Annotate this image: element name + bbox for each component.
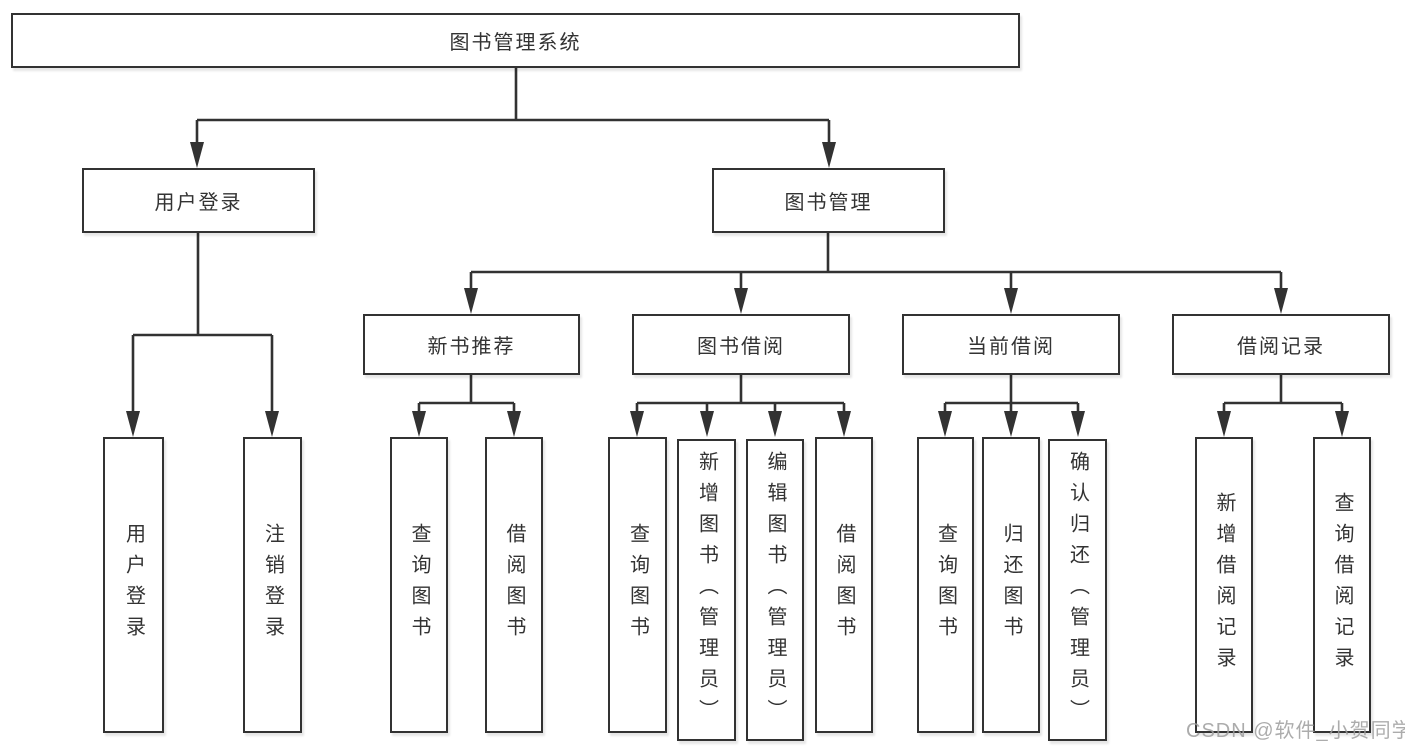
node-label: 新增借阅记录 [1213, 492, 1235, 678]
node-label: 查询图书 [934, 523, 957, 647]
node-label: 新书推荐 [427, 336, 516, 358]
node-logout: 注销登录 [243, 437, 302, 733]
node-add-book-admin: 新增图书（管理员） [677, 439, 736, 741]
node-borrow-books-borrowing: 借阅图书 [815, 437, 873, 733]
node-label: 借阅记录 [1237, 336, 1325, 358]
node-query-books-borrowing: 查询图书 [608, 437, 667, 733]
node-query-borrow-record: 查询借阅记录 [1313, 437, 1371, 733]
node-edit-book-admin: 编辑图书（管理员） [746, 439, 804, 741]
connector-new-book-children [417, 375, 516, 420]
connector-borrow-record-children [1222, 375, 1344, 420]
connector-book-mgmt-to-level3 [469, 233, 1283, 297]
node-return-book: 归还图书 [982, 437, 1040, 733]
node-label: 查询借阅记录 [1331, 492, 1353, 678]
node-label: 借阅图书 [833, 523, 855, 647]
node-query-books-recommend: 查询图书 [390, 437, 448, 733]
node-book-borrowing: 图书借阅 [632, 314, 850, 375]
node-user-login-branch: 用户登录 [82, 168, 315, 233]
node-label: 新增图书（管理员） [695, 450, 718, 730]
connector-user-login-children [131, 233, 274, 420]
node-confirm-return-admin: 确认归还（管理员） [1048, 439, 1107, 741]
node-query-books-current: 查询图书 [917, 437, 974, 733]
arrowhead-icons [126, 142, 1349, 437]
node-label: 确认归还（管理员） [1066, 450, 1089, 730]
node-add-borrow-record: 新增借阅记录 [1195, 437, 1253, 733]
connector-book-borrow-children [635, 375, 846, 420]
node-label: 图书管理 [784, 192, 873, 214]
node-new-book-recommend: 新书推荐 [363, 314, 580, 375]
node-user-login-leaf: 用户登录 [103, 437, 164, 733]
node-label: 借阅图书 [503, 523, 525, 647]
node-label: 当前借阅 [967, 336, 1055, 358]
node-label: 归还图书 [1000, 523, 1022, 647]
node-borrowing-records: 借阅记录 [1172, 314, 1390, 375]
node-label: 查询图书 [626, 523, 649, 647]
node-book-management-branch: 图书管理 [712, 168, 945, 233]
node-label: 编辑图书（管理员） [764, 450, 786, 730]
node-label: 图书管理系统 [449, 32, 582, 54]
node-root-system: 图书管理系统 [11, 13, 1020, 68]
node-label: 图书借阅 [697, 336, 785, 358]
node-current-borrowing: 当前借阅 [902, 314, 1120, 375]
node-borrow-books-recommend: 借阅图书 [485, 437, 543, 733]
node-label: 用户登录 [122, 523, 145, 647]
connector-root-to-level2 [195, 68, 831, 150]
csdn-watermark: CSDN @软件_小贺同学 [1186, 720, 1405, 742]
node-label: 用户登录 [154, 192, 243, 214]
node-label: 注销登录 [261, 523, 284, 647]
node-label: 查询图书 [408, 523, 430, 647]
